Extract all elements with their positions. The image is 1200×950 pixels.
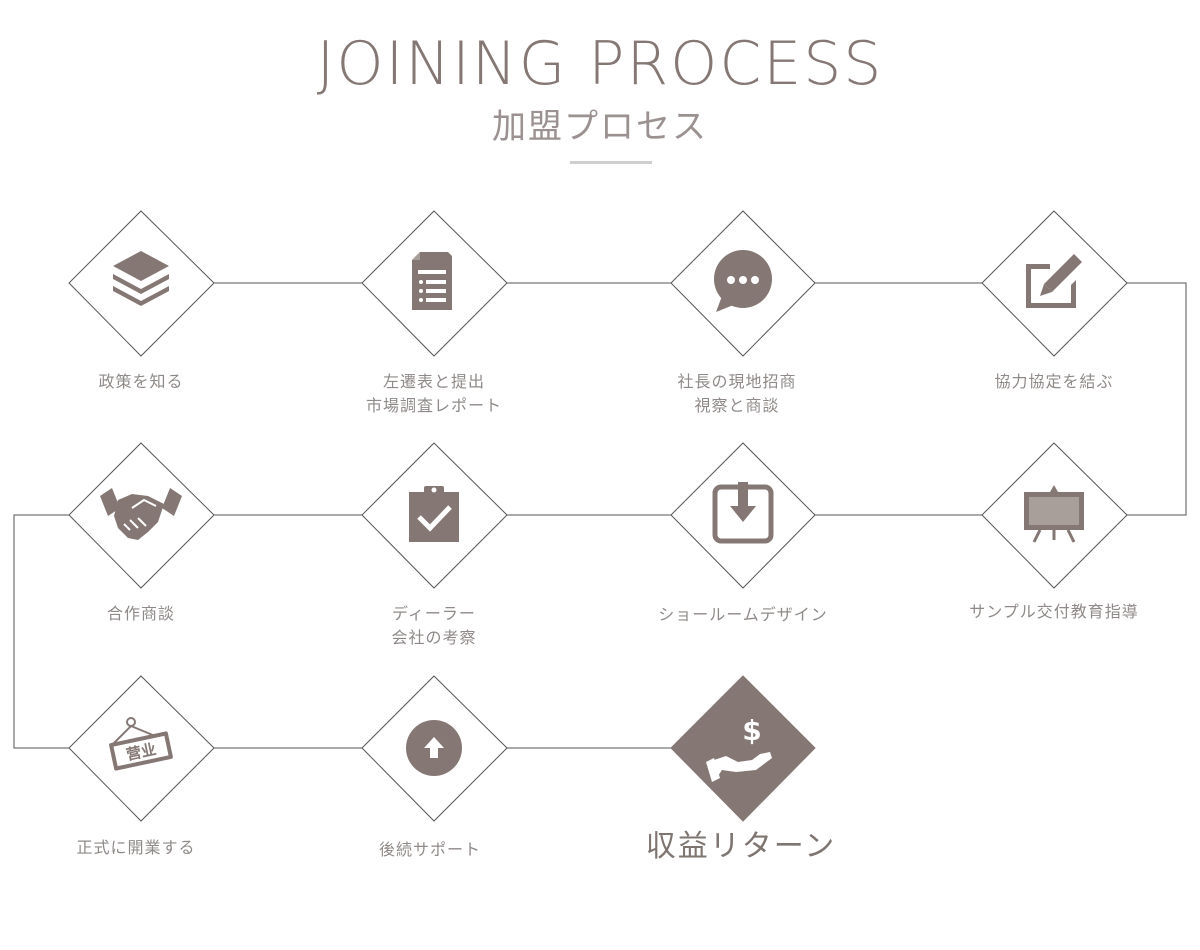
step-1-label: 政策を知る: [98, 372, 184, 391]
connector-lines: [13, 282, 1187, 749]
clipboard-check-icon: [409, 486, 459, 542]
document-list-icon: [412, 252, 452, 310]
step-5-label: サンプル交付教育指導: [969, 602, 1139, 621]
step-6-node: [670, 442, 816, 589]
step-9-node: 营业: [68, 675, 215, 822]
open-sign-icon: 营业: [109, 717, 173, 771]
svg-text:$: $: [742, 714, 761, 747]
step-3-node: [670, 210, 816, 357]
easel-board-icon: [1024, 485, 1084, 543]
step-7-node: [361, 442, 508, 589]
handshake-icon: [100, 488, 182, 540]
step-10-label: 後続サポート: [378, 840, 481, 859]
page-subtitle: 加盟プロセス: [492, 107, 708, 147]
step-9-label: 正式に開業する: [76, 838, 196, 857]
step-10-node: [361, 675, 508, 822]
layers-icon: [113, 251, 169, 306]
step-2-label: 左遷表と提出 市場調査レポート: [365, 372, 502, 415]
step-4-label: 協力協定を結ぶ: [994, 372, 1114, 391]
upload-arrow-icon: [406, 720, 462, 776]
step-1-node: [68, 210, 215, 357]
money-hand-icon: $: [706, 714, 772, 782]
title-underline: [570, 161, 652, 164]
step-3-label: 社長の現地招商 視察と商談: [677, 372, 797, 415]
step-11-node: $: [670, 675, 816, 822]
sign-text: 营业: [125, 740, 158, 764]
step-6-label: ショールームデザイン: [658, 605, 828, 624]
step-5-node: [981, 442, 1128, 589]
chat-bubble-icon: [714, 250, 772, 312]
step-11-label: 収益リターン: [645, 829, 837, 864]
step-8-label: 合作商談: [106, 604, 175, 623]
page-title: JOINING PROCESS: [316, 29, 884, 99]
download-tray-icon: [712, 482, 774, 544]
step-2-node: [361, 210, 508, 357]
step-4-node: [981, 210, 1128, 357]
edit-pencil-icon: [1026, 254, 1082, 308]
step-7-label: ディーラー 会社の考察: [391, 604, 477, 647]
step-8-node: [68, 442, 215, 589]
